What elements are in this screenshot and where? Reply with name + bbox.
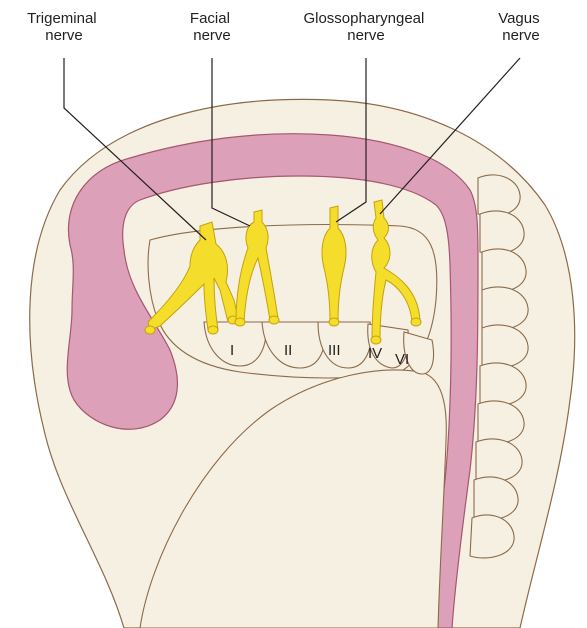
glossopharyngeal-label-line1: Glossopharyngeal — [303, 10, 424, 27]
vagus-label: Vagus nerve — [498, 10, 544, 44]
arch-label: II — [284, 342, 292, 359]
glossopharyngeal-label-line2: nerve — [347, 27, 385, 44]
facial-label-line2: nerve — [193, 27, 231, 44]
vagus-label-line2: nerve — [502, 27, 540, 44]
facial-label-line1: Facial — [190, 10, 230, 27]
trigeminal-label-line1: Trigeminal — [27, 10, 96, 27]
glossopharyngeal-label: Glossopharyngeal nerve — [303, 10, 428, 44]
arch-label: VI — [395, 351, 409, 368]
trigeminal-label: Trigeminal nerve — [27, 10, 101, 44]
vagus-label-line1: Vagus — [498, 10, 539, 27]
facial-label: Facial nerve — [190, 10, 234, 44]
trigeminal-label-line2: nerve — [45, 27, 83, 44]
arch-label: I — [230, 342, 234, 359]
arch-label: III — [328, 342, 341, 359]
arch-label: IV — [368, 345, 382, 362]
